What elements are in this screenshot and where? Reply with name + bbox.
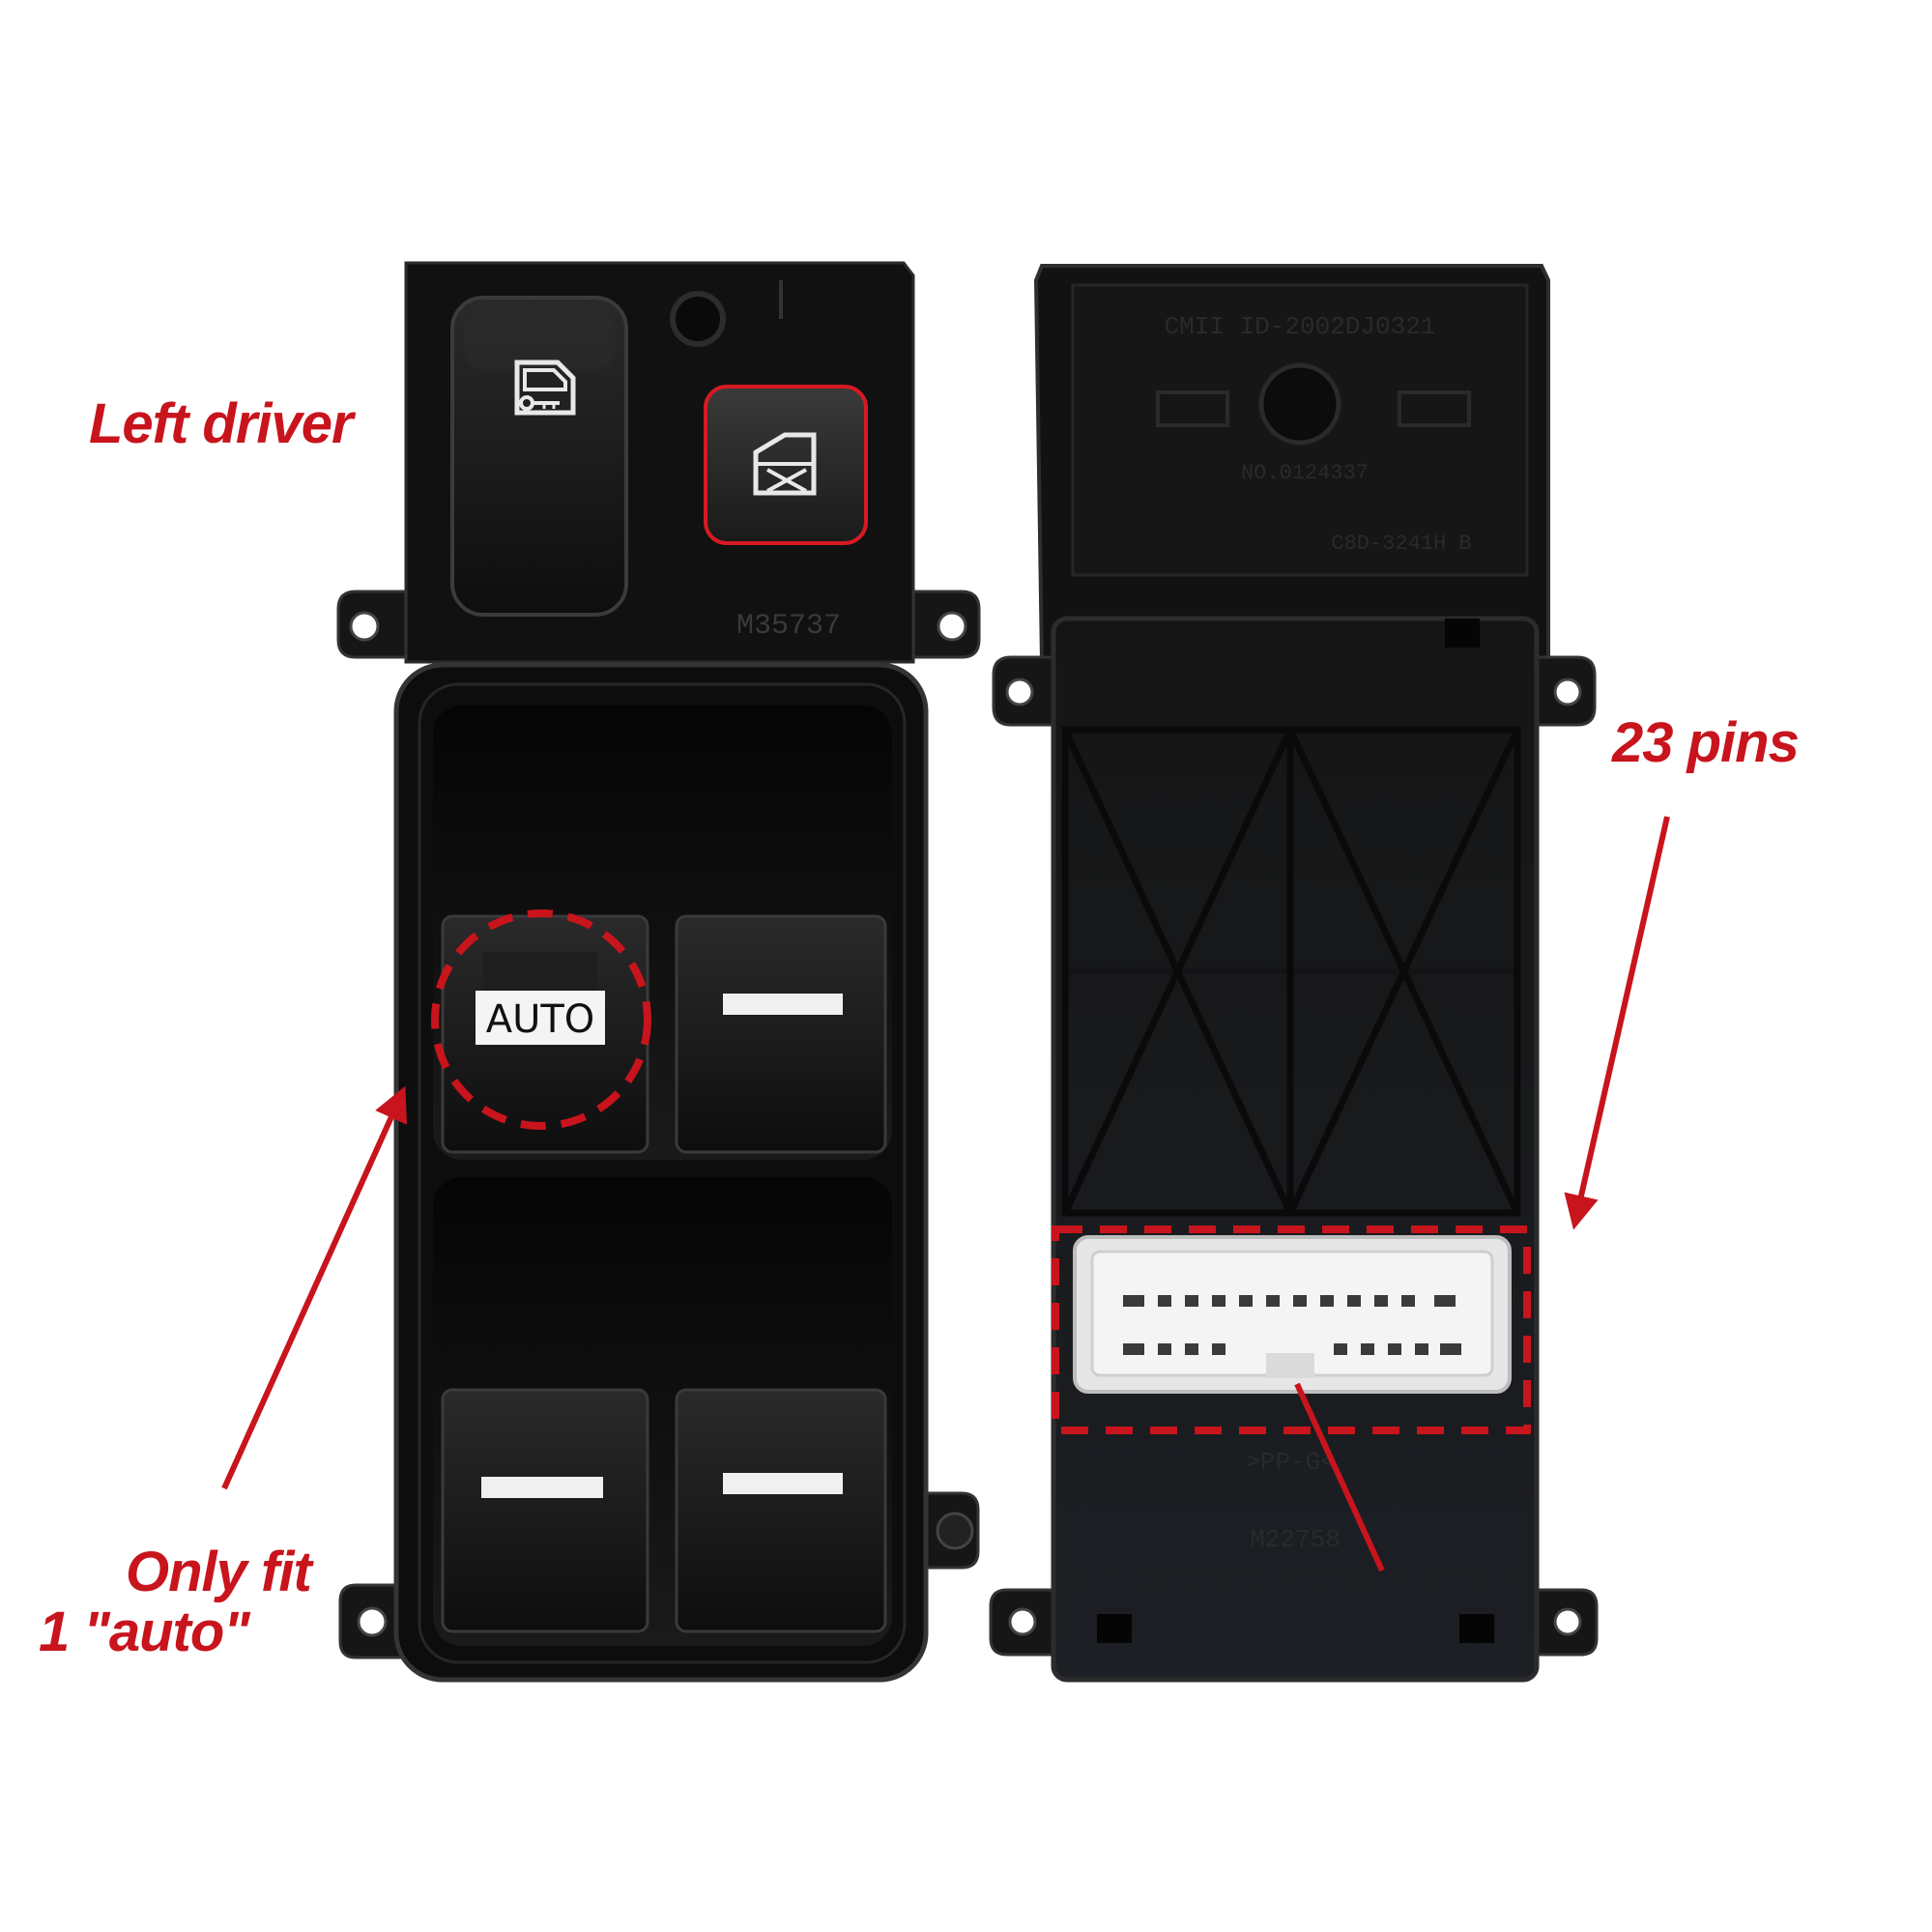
auto-label-plate bbox=[476, 991, 605, 1045]
front-mount-tab-bottom-right bbox=[921, 1491, 980, 1570]
pins-callout: 23 pins bbox=[1612, 711, 1800, 774]
connector-pins-row-1 bbox=[1123, 1295, 1456, 1307]
back-mount-tab-right bbox=[1533, 655, 1597, 727]
back-mount-tab-left bbox=[992, 655, 1055, 727]
pins-arrow bbox=[1564, 816, 1670, 1230]
connector-pointer bbox=[1294, 1382, 1385, 1572]
driver-auto-window-switch[interactable]: AUTO bbox=[441, 914, 649, 1154]
front-mount-tab-left bbox=[336, 590, 408, 659]
back-lower-code: C8D-3241H B bbox=[1331, 532, 1471, 556]
back-switch-panel: CMII ID-2002DJ0321 NO.0124337 C8D-3241H … bbox=[989, 264, 1599, 1683]
back-brace-frame bbox=[1061, 726, 1521, 1217]
front-mount-tab-bottom-left bbox=[338, 1583, 408, 1659]
front-part-code: M35737 bbox=[736, 610, 841, 643]
door-lock-switch[interactable] bbox=[450, 296, 628, 617]
front-mount-tab-right bbox=[911, 590, 981, 659]
window-switch-indicator bbox=[481, 1477, 603, 1498]
back-bottom-code-2: M22758 bbox=[1250, 1525, 1341, 1554]
rear-left-window-switch[interactable] bbox=[441, 1388, 649, 1633]
front-screw-hole bbox=[670, 291, 726, 347]
back-mount-tab-bottom-right bbox=[1535, 1588, 1599, 1657]
back-top-code: CMII ID-2002DJ0321 bbox=[1165, 312, 1436, 341]
only-fit-callout: Only fit bbox=[126, 1541, 312, 1603]
door-lock-icon bbox=[514, 360, 576, 416]
auto-highlight-circle bbox=[431, 909, 651, 1130]
rear-right-window-switch[interactable] bbox=[675, 1388, 887, 1633]
window-lock-button[interactable] bbox=[704, 385, 868, 545]
window-switch-indicator bbox=[723, 1473, 843, 1494]
left-driver-callout: Left driver bbox=[89, 392, 354, 455]
back-bottom-code-1: >PP-G< bbox=[1245, 1448, 1336, 1477]
annotations bbox=[221, 816, 1670, 1572]
connector-pins-row-2 bbox=[1123, 1343, 1461, 1355]
front-switch-panel: M35737 AUTO bbox=[336, 261, 981, 1683]
window-switch-indicator bbox=[723, 994, 843, 1015]
back-main-body bbox=[1051, 616, 1540, 1683]
front-passenger-window-switch[interactable] bbox=[675, 914, 887, 1154]
window-lock-icon bbox=[753, 432, 817, 496]
auto-label: AUTO bbox=[486, 997, 595, 1042]
auto-count-callout: 1 "auto" bbox=[39, 1600, 250, 1663]
back-mount-tab-bottom-left bbox=[989, 1588, 1055, 1657]
back-mid-code: NO.0124337 bbox=[1241, 461, 1369, 485]
back-screw-hole bbox=[1258, 362, 1341, 446]
wiring-connector bbox=[1073, 1235, 1512, 1394]
connector-highlight-box bbox=[1052, 1226, 1531, 1434]
only-fit-arrow bbox=[221, 1085, 408, 1490]
